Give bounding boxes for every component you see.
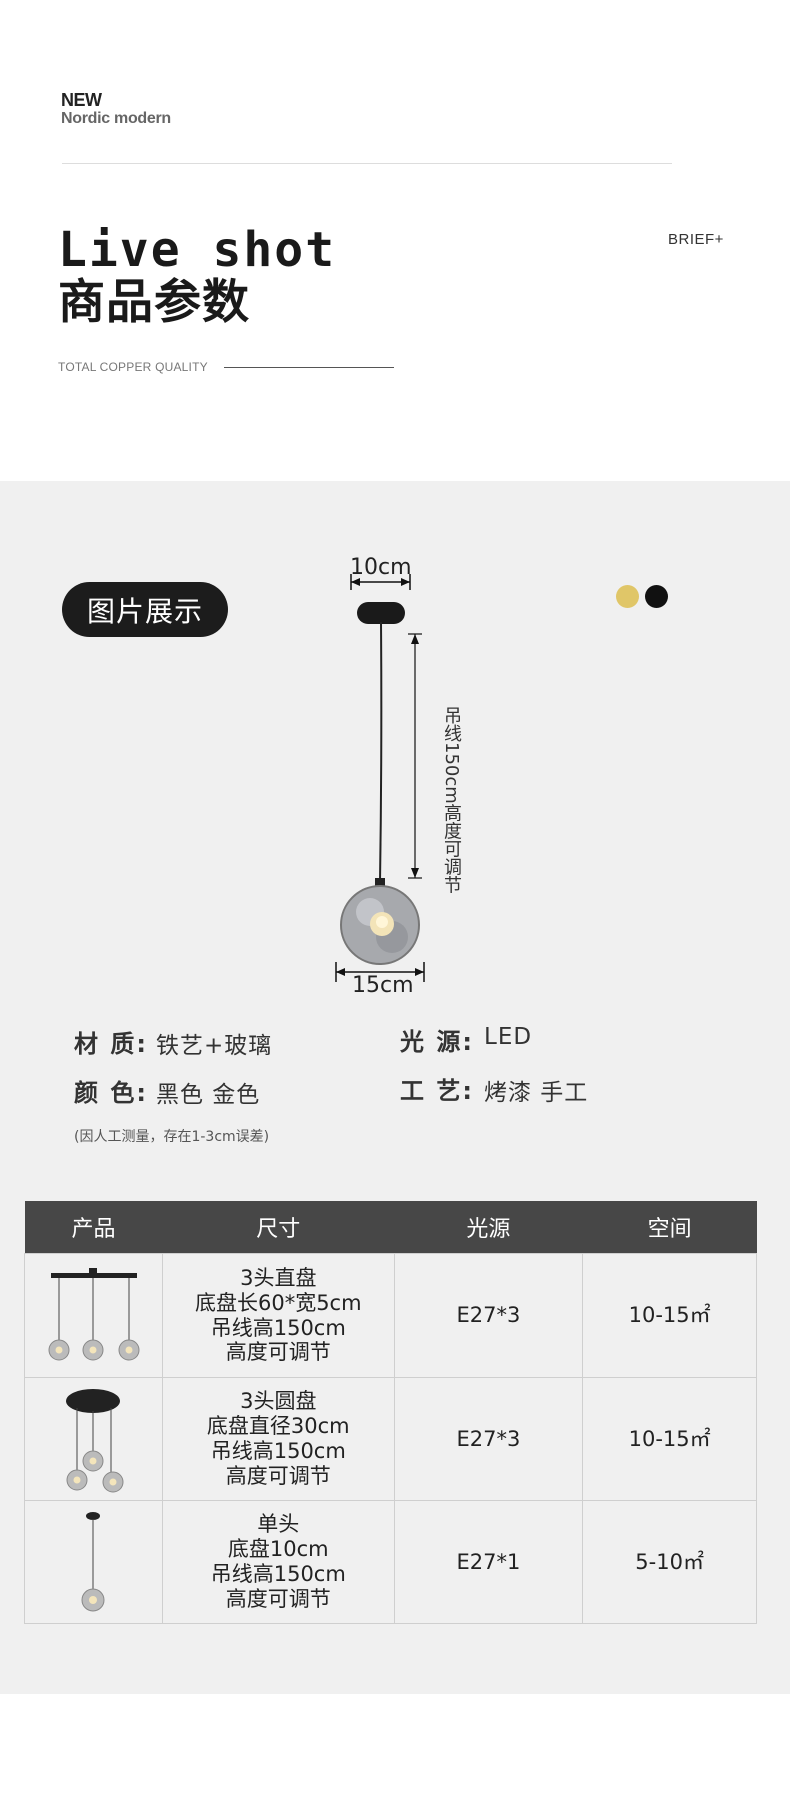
- measurement-note: (因人工测量，存在1-3cm误差): [74, 1129, 270, 1145]
- craft-label: 工 艺:: [400, 1077, 474, 1105]
- table-header-row: 产品 尺寸 光源 空间: [24, 1201, 757, 1254]
- color-label: 颜 色:: [74, 1079, 148, 1107]
- size-line: 高度可调节: [225, 1340, 331, 1365]
- space-cell: 10-15㎡: [582, 1253, 757, 1378]
- header-divider: [62, 163, 672, 164]
- title-chinese: 商品参数: [58, 275, 250, 330]
- gallery-pill: 图片展示: [62, 582, 228, 637]
- product-thumbnail-round: [24, 1377, 163, 1501]
- light-cell: E27*1: [393, 1500, 584, 1624]
- size-line: 高度可调节: [225, 1463, 331, 1488]
- header-product: 产品: [24, 1201, 163, 1254]
- light-cell: E27*3: [393, 1377, 584, 1501]
- brand-new-label: NEW: [61, 90, 102, 110]
- size-line: 3头圆盘: [240, 1389, 317, 1414]
- craft-value: 烤漆 手工: [484, 1080, 589, 1106]
- brief-label: BRIEF+: [668, 231, 724, 248]
- space-cell: 5-10㎡: [582, 1500, 757, 1624]
- size-line: 3头直盘: [240, 1265, 317, 1290]
- product-spec-table: 产品 尺寸 光源 空间: [24, 1201, 757, 1624]
- tagline: TOTAL COPPER QUALITY: [58, 360, 208, 374]
- table-row: 单头 底盘10cm 吊线高150cm 高度可调节 E27*1 5-10㎡: [24, 1500, 757, 1624]
- size-line: 高度可调节: [225, 1586, 331, 1611]
- linear-3-head-lamp-image: [48, 1267, 140, 1360]
- title-english: Live shot: [58, 222, 337, 278]
- table-row: 3头圆盘 底盘直径30cm 吊线高150cm 高度可调节 E27*3 10-15…: [24, 1377, 757, 1501]
- color-swatch-black: [645, 585, 668, 608]
- size-line: 单头: [257, 1512, 300, 1537]
- size-cell: 单头 底盘10cm 吊线高150cm 高度可调节: [161, 1500, 395, 1624]
- size-line: 底盘10cm: [227, 1537, 329, 1562]
- header-space: 空间: [582, 1201, 757, 1254]
- product-thumbnail-linear: [24, 1253, 163, 1378]
- table-row: 3头直盘 底盘长60*宽5cm 吊线高150cm 高度可调节 E27*3 10-…: [24, 1253, 757, 1378]
- brand-subtitle: Nordic modern: [61, 110, 171, 127]
- round-3-head-lamp-image: [66, 1389, 124, 1493]
- dimension-vertical-label: 吊线150cm高度可调节: [441, 706, 462, 894]
- size-line: 吊线高150cm: [210, 1562, 346, 1586]
- size-line: 吊线高150cm: [210, 1439, 346, 1463]
- size-line: 底盘直径30cm: [206, 1414, 350, 1439]
- size-line: 底盘长60*宽5cm: [194, 1290, 362, 1315]
- dimension-top-label: 10cm: [350, 555, 412, 580]
- color-swatch-gold: [616, 585, 639, 608]
- size-cell: 3头圆盘 底盘直径30cm 吊线高150cm 高度可调节: [161, 1377, 395, 1501]
- header-light: 光源: [394, 1201, 583, 1254]
- light-cell: E27*3: [393, 1253, 584, 1378]
- single-head-lamp-image: [81, 1512, 105, 1612]
- material-label: 材 质:: [74, 1030, 148, 1058]
- pendant-lamp-diagram: [335, 574, 425, 982]
- color-value: 黑色 金色: [156, 1082, 261, 1108]
- product-thumbnail-single: [24, 1500, 163, 1624]
- dimension-bottom-label: 15cm: [352, 973, 414, 998]
- light-source-label: 光 源:: [400, 1028, 474, 1056]
- gallery-pill-label: 图片展示: [86, 594, 203, 628]
- space-cell: 10-15㎡: [582, 1377, 757, 1501]
- light-source-value: LED: [484, 1024, 533, 1050]
- material-value: 铁艺+玻璃: [156, 1033, 273, 1059]
- tagline-line: [224, 367, 394, 368]
- size-cell: 3头直盘 底盘长60*宽5cm 吊线高150cm 高度可调节: [161, 1253, 395, 1378]
- size-line: 吊线高150cm: [210, 1315, 346, 1340]
- header-size: 尺寸: [162, 1201, 395, 1254]
